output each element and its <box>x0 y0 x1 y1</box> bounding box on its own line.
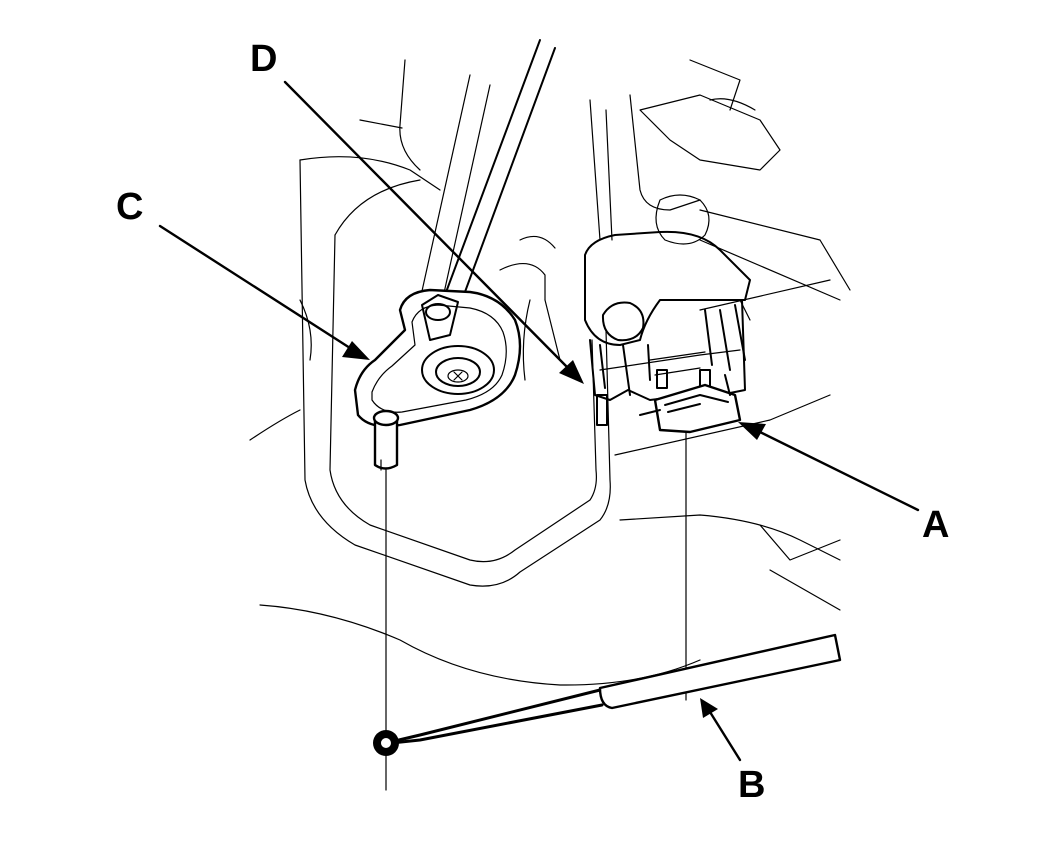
lever-plate <box>353 288 522 471</box>
callout-leaders <box>158 80 920 762</box>
callout-label-a: A <box>922 504 950 546</box>
probe-tool <box>373 633 842 756</box>
alignment-lines <box>385 431 687 791</box>
switch-assembly <box>589 299 746 434</box>
housing-outline <box>249 39 851 686</box>
callout-label-c: C <box>116 186 144 228</box>
callout-label-b: B <box>738 764 766 806</box>
callout-label-d: D <box>250 38 278 80</box>
